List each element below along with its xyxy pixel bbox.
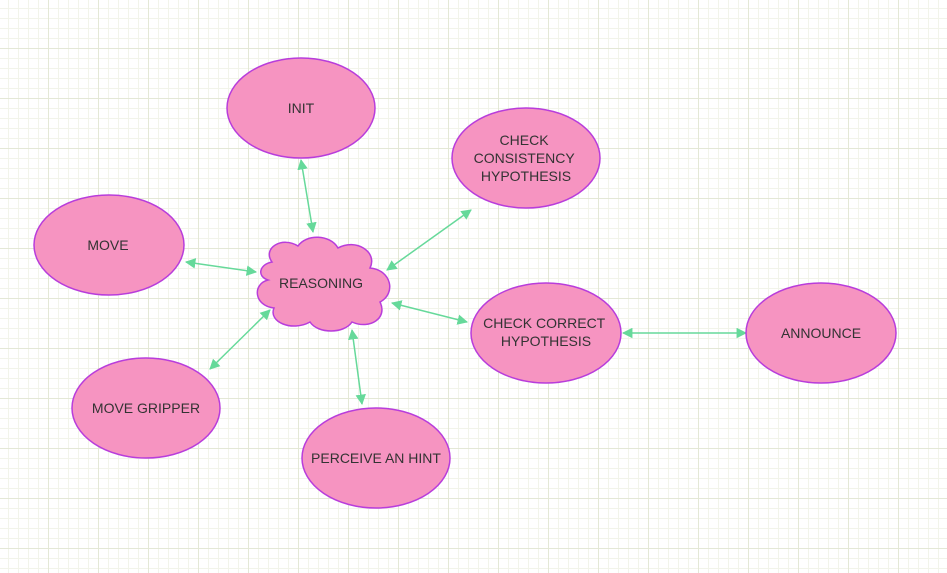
node-check-consistency-shape[interactable] [451,107,601,209]
node-init[interactable]: INIT [226,57,376,159]
node-perceive-hint-shape[interactable] [301,407,451,509]
edge-reasoning-move-gripper[interactable] [209,309,271,370]
node-check-consistency-label: CHECK CONSISTENCY HYPOTHESIS [474,132,579,184]
node-init-shape[interactable] [226,57,376,159]
node-perceive-hint-label: PERCEIVE AN HINT [311,450,441,466]
node-check-correct-shape[interactable] [470,282,622,384]
node-reasoning[interactable]: REASONING [256,236,391,332]
node-reasoning-cloud-shape[interactable] [256,236,391,332]
edge-reasoning-check-correct[interactable] [390,300,469,325]
node-reasoning-label: REASONING [279,275,363,291]
node-check-consistency-label-line-3: HYPOTHESIS [481,168,571,184]
node-move-gripper[interactable]: MOVE GRIPPER [71,357,221,459]
edge-reasoning-init[interactable] [297,158,317,234]
node-move-gripper-label: MOVE GRIPPER [92,400,200,416]
node-init-label: INIT [288,100,315,116]
node-announce[interactable]: ANNOUNCE [745,282,897,384]
edges [184,158,748,406]
node-check-consistency-label-line-2: CONSISTENCY [474,150,576,166]
node-move-gripper-shape[interactable] [71,357,221,459]
node-check-correct-label: CHECK CORRECT HYPOTHESIS [483,315,609,349]
node-perceive-an-hint[interactable]: PERCEIVE AN HINT [301,407,451,509]
node-announce-label: ANNOUNCE [781,325,861,341]
node-announce-shape[interactable] [745,282,897,384]
node-check-correct-hypothesis[interactable]: CHECK CORRECT HYPOTHESIS [470,282,622,384]
node-check-consistency-hypothesis[interactable]: CHECK CONSISTENCY HYPOTHESIS [451,107,601,209]
edge-reasoning-move[interactable] [184,258,258,276]
edge-reasoning-perceive-hint[interactable] [348,328,366,406]
edge-reasoning-check-consistency[interactable] [386,209,472,271]
node-move-label: MOVE [87,237,128,253]
node-check-consistency-label-line-1: CHECK [500,132,550,148]
node-move-shape[interactable] [33,194,185,296]
node-check-correct-label-line-2: HYPOTHESIS [501,333,591,349]
node-move[interactable]: MOVE [33,194,185,296]
node-check-correct-label-line-1: CHECK CORRECT [483,315,606,331]
